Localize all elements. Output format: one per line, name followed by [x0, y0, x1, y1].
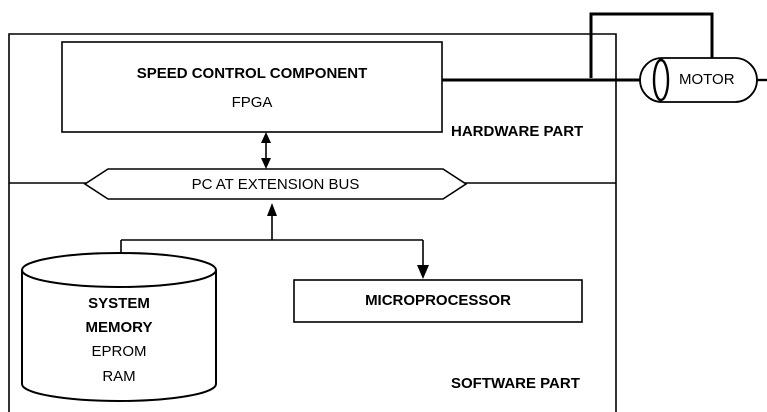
arrowhead-down-bus: [261, 158, 271, 169]
motor-rotor: [652, 58, 670, 102]
speed-control-box: [61, 41, 443, 133]
hardware-part-label: HARDWARE PART: [451, 123, 584, 140]
software-part-label: SOFTWARE PART: [451, 375, 580, 392]
pc-at-extension-bus: [83, 168, 468, 200]
speed-control-title: SPEED CONTROL COMPONENT: [136, 65, 368, 82]
microprocessor-label: MICROPROCESSOR: [365, 292, 511, 309]
memory-label-line2: MEMORY: [85, 319, 153, 336]
system-frame: [8, 33, 617, 412]
arrowhead-down-microprocessor: [417, 265, 429, 279]
arrowhead-up-fpga: [261, 132, 271, 143]
memory-label-line3: EPROM: [91, 343, 147, 360]
arrowhead-up-bus: [267, 203, 277, 216]
motor-wire-upper: [589, 12, 714, 78]
system-memory-cylinder: [21, 270, 217, 402]
microprocessor-box: [293, 279, 583, 323]
memory-label-line4: RAM: [102, 368, 136, 385]
bus-label: PC AT EXTENSION BUS: [191, 176, 360, 193]
system-memory-cylinder-top: [21, 252, 217, 288]
memory-label-line1: SYSTEM: [88, 295, 150, 312]
speed-control-subtitle: FPGA: [231, 94, 273, 111]
motor-label: MOTOR: [679, 71, 735, 88]
